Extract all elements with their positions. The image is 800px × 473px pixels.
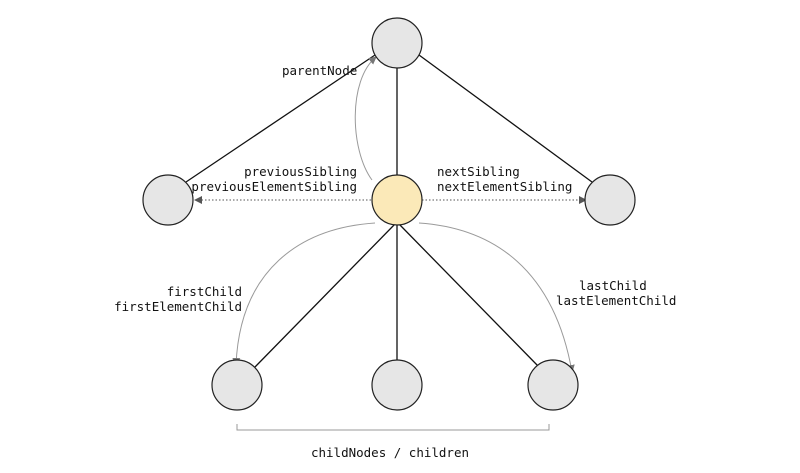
previous-sibling-node [142, 174, 194, 226]
first-child-label: firstChild [167, 284, 242, 299]
last-child-node [527, 359, 579, 411]
next-sibling-node [584, 174, 636, 226]
parent-node [371, 17, 423, 69]
next-element-sibling-label: nextElementSibling [437, 179, 572, 194]
next-sibling-label: nextSibling [437, 164, 520, 179]
last-child-label: lastChild [579, 278, 647, 293]
edge-parent-to-next [418, 54, 593, 183]
parent-node-arrow [354, 56, 377, 181]
parent-node-label: parentNode [282, 63, 357, 78]
children-bracket [236, 424, 550, 431]
previous-sibling-label: previousSibling [244, 164, 357, 179]
child-nodes-label: childNodes / children [311, 445, 469, 460]
edge-current-to-first-child [254, 223, 396, 368]
first-child-node [211, 359, 263, 411]
middle-child-node [371, 359, 423, 411]
first-child-arrow [232, 222, 376, 366]
edge-parent-to-previous [185, 54, 376, 183]
first-element-child-label: firstElementChild [114, 299, 242, 314]
previous-element-sibling-label: previousElementSibling [191, 179, 357, 194]
last-child-arrow [418, 222, 575, 373]
current-node [371, 174, 423, 226]
edge-current-to-last-child [398, 223, 540, 368]
last-element-child-label: lastElementChild [556, 293, 676, 308]
